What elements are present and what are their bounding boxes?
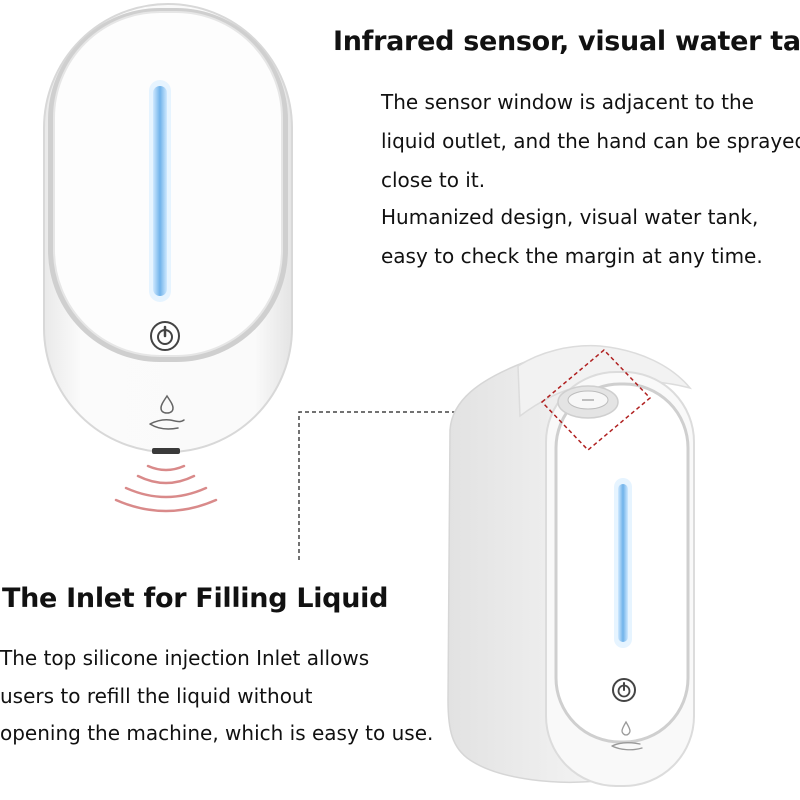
liquid-outlet (152, 448, 180, 454)
sensor-description-line: liquid outlet, and the hand can be spray… (381, 129, 800, 153)
inlet-description-line: The top silicone injection Inlet allows (0, 646, 370, 670)
callout-connector-line (298, 411, 548, 560)
dispenser-front-view (43, 3, 293, 513)
sensor-description-line: close to it. (381, 168, 486, 192)
sensor-description-line: easy to check the margin at any time. (381, 244, 763, 268)
sensor-section-heading: Infrared sensor, visual water tank (333, 26, 800, 57)
dispenser-angled-view (447, 344, 695, 787)
power-icon (150, 321, 180, 351)
liquid-level-window-core (153, 86, 167, 296)
hand-drop-icon (611, 720, 643, 751)
inlet-section-heading: The Inlet for Filling Liquid (2, 583, 389, 614)
sensor-description-line: The sensor window is adjacent to the (381, 90, 754, 114)
inlet-description-line: opening the machine, which is easy to us… (0, 721, 434, 745)
sensor-description-line: Humanized design, visual water tank, (381, 205, 759, 229)
infrared-wave-icon (114, 464, 218, 513)
power-icon (612, 678, 636, 702)
liquid-level-window-angled-core (618, 484, 628, 642)
silicone-inlet (557, 385, 619, 419)
inlet-description-line: users to refill the liquid without (0, 684, 313, 708)
hand-drop-icon (149, 394, 185, 430)
inlet-callout-frame (540, 348, 652, 452)
